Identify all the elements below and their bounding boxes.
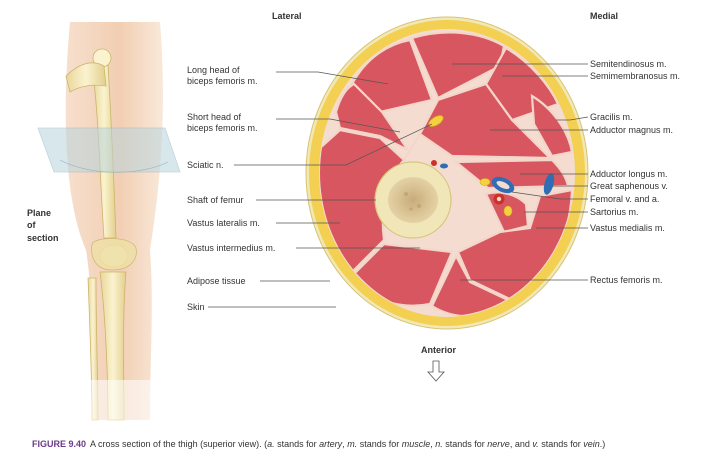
great-saphenous-vein	[543, 173, 555, 195]
label-vastus-medialis: Vastus medialis m.	[590, 223, 665, 233]
plane-of-section-label-2: of	[27, 220, 36, 230]
label-short-head-biceps-femoris-1: Short head of	[187, 112, 242, 122]
label-vastus-lateralis: Vastus lateralis m.	[187, 218, 260, 228]
caption-text: stands for	[357, 439, 402, 449]
caption-text: A cross section of the thigh (superior v…	[90, 439, 268, 449]
small-artery-posterior	[431, 160, 437, 166]
label-long-head-biceps-femoris-1: Long head of	[187, 65, 240, 75]
caption-abbr-n: n.	[435, 439, 443, 449]
gracilis-muscle	[530, 93, 574, 158]
label-short-head-biceps-femoris-2: biceps femoris m.	[187, 123, 258, 133]
label-great-saphenous-vein: Great saphenous v.	[590, 181, 668, 191]
caption-text: stands for	[538, 439, 584, 449]
caption-text: stands for	[274, 439, 320, 449]
caption-text: ,	[342, 439, 348, 449]
label-adipose-tissue: Adipose tissue	[187, 276, 246, 286]
label-shaft-of-femur: Shaft of femur	[187, 195, 244, 205]
bone-marrow	[388, 177, 438, 223]
plane-of-section	[37, 127, 181, 173]
leg-illustration	[40, 22, 180, 425]
nerve-near-sartorius	[503, 205, 513, 217]
left-labels: Long head of biceps femoris m. Short hea…	[187, 65, 433, 312]
medial-header: Medial	[590, 11, 618, 21]
caption-term-artery: artery	[319, 439, 343, 449]
label-gracilis: Gracilis m.	[590, 112, 633, 122]
plane-of-section-label-3: section	[27, 233, 59, 243]
plane-of-section-label-1: Plane	[27, 208, 51, 218]
caption-abbr-a: a.	[267, 439, 275, 449]
label-femoral-vein-and-artery: Femoral v. and a.	[590, 194, 659, 204]
anterior-arrow-icon	[427, 360, 445, 382]
label-semimembranosus: Semimembranosus m.	[590, 71, 680, 81]
label-skin: Skin	[187, 302, 205, 312]
caption-text: .)	[599, 439, 606, 449]
label-vastus-intermedius: Vastus intermedius m.	[187, 243, 275, 253]
label-adductor-longus: Adductor longus m.	[590, 169, 668, 179]
label-sartorius: Sartorius m.	[590, 207, 639, 217]
right-labels: Semitendinosus m. Semimembranosus m. Gra…	[452, 59, 680, 285]
caption-term-vein: vein	[583, 439, 600, 449]
caption-text: ,	[430, 439, 436, 449]
small-vein-posterior	[440, 163, 448, 169]
anterior-header: Anterior	[421, 345, 457, 355]
femoral-nerve	[479, 178, 491, 186]
caption-term-nerve: nerve	[487, 439, 510, 449]
label-adductor-magnus: Adductor magnus m.	[590, 125, 673, 135]
label-rectus-femoris: Rectus femoris m.	[590, 275, 663, 285]
caption-text: stands for	[442, 439, 488, 449]
cross-section	[305, 16, 589, 330]
label-semitendinosus: Semitendinosus m.	[590, 59, 667, 69]
lateral-header: Lateral	[272, 11, 302, 21]
caption-abbr-m: m.	[347, 439, 358, 449]
short-head-biceps-femoris-muscle	[334, 82, 412, 153]
figure-number: FIGURE 9.40	[32, 439, 87, 449]
long-head-biceps-femoris-muscle	[350, 38, 434, 114]
caption-abbr-v: v.	[532, 439, 539, 449]
caption-text: , and	[509, 439, 533, 449]
label-long-head-biceps-femoris-2: biceps femoris m.	[187, 76, 258, 86]
caption-term-muscle: muscle	[401, 439, 431, 449]
label-sciatic-nerve: Sciatic n.	[187, 160, 224, 170]
